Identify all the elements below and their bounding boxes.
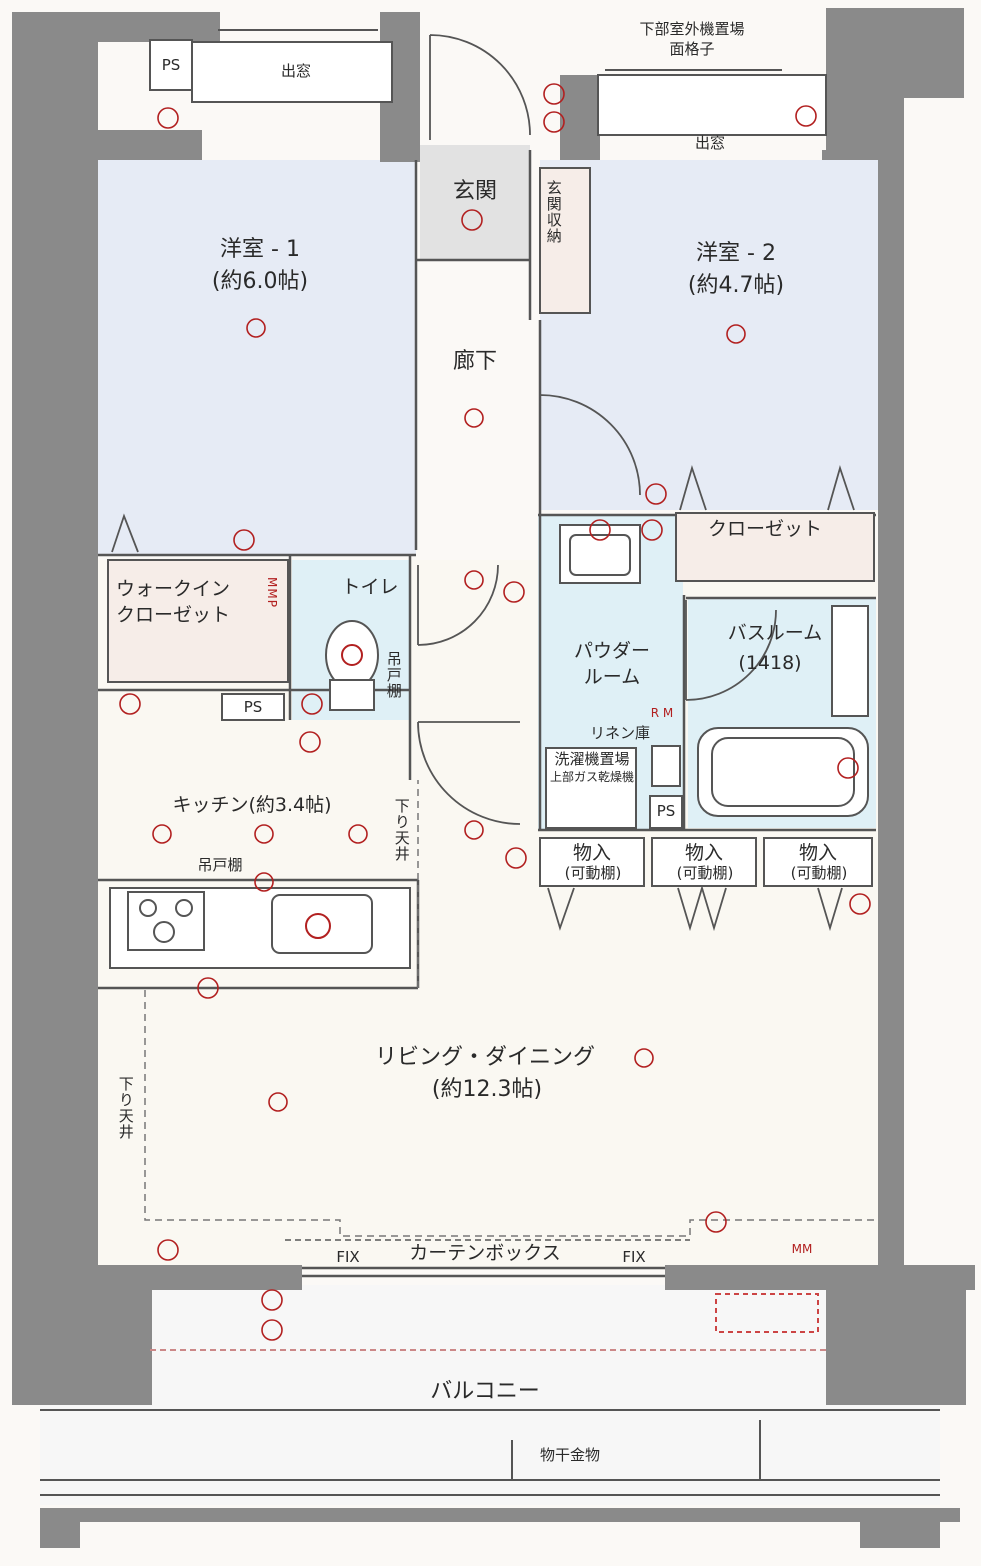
storage-title-1: 物入: [572, 842, 611, 864]
toilet-shelf-label: 吊戸棚: [384, 651, 403, 699]
rm-label: R M: [650, 706, 674, 720]
entrance-storage-label: 玄関収納: [544, 180, 563, 244]
storage-sub-2: (可動棚): [676, 864, 734, 882]
entrance-tile: [420, 145, 530, 260]
western2-size: (約4.7帖): [687, 273, 785, 298]
ps-box-kitchen: [221, 693, 285, 721]
balcony-rail: [40, 1293, 940, 1496]
storage-sub-3: (可動棚): [790, 864, 848, 882]
curtain-box-label: カーテンボックス: [409, 1242, 561, 1264]
storage-title-3: 物入: [798, 842, 837, 864]
outer-walls: [12, 8, 975, 1405]
lowered-ceiling-label-2: 下り天井: [116, 1076, 135, 1140]
ps-label-top: PS: [161, 56, 181, 74]
ps-label-kitchen: PS: [243, 698, 263, 716]
storage-box-3: [763, 837, 873, 887]
bath-name: バスルーム: [727, 622, 823, 644]
balcony-label: バルコニー: [430, 1379, 540, 1404]
fix-label-right: FIX: [622, 1248, 646, 1266]
kitchen-label: キッチン(約3.4帖): [172, 794, 332, 816]
walkin-label-1: ウォークイン: [115, 578, 230, 600]
mm-label: MM: [791, 1242, 813, 1256]
toilet-fixture: [325, 620, 379, 711]
western1-name: 洋室 - 1: [220, 237, 300, 262]
washer-label-1: 洗濯機置場: [554, 750, 630, 768]
bathtub: [697, 605, 869, 817]
ldk-window: [285, 1239, 690, 1278]
closet-box: [675, 512, 875, 582]
ps-label-powder: PS: [656, 802, 676, 820]
washer-label-2: 上部ガス乾燥機: [549, 770, 634, 784]
balcony-floor: [40, 1285, 940, 1505]
kitchen-shelf-label: 吊戸棚: [197, 856, 243, 874]
balcony-bottom-wall: [40, 1508, 960, 1548]
doors: [417, 34, 777, 825]
powder-label-1: パウダー: [573, 640, 650, 662]
linen-label: リネン庫: [589, 724, 650, 742]
living-name: リビング・ダイニング: [374, 1045, 595, 1070]
outdoor-unit-label-1: 下部室外機置場: [639, 20, 745, 38]
western2-name: 洋室 - 2: [696, 241, 776, 266]
bay-window-label-1: 出窓: [280, 62, 311, 80]
closet-doors-marks: [111, 464, 855, 932]
toilet-label: トイレ: [341, 576, 399, 598]
western2-floor: [540, 160, 878, 510]
bay-windows: [191, 29, 827, 136]
lowered-ceiling-label-1: 下り天井: [392, 798, 411, 862]
ps-box-top: [149, 39, 193, 91]
western1-size: (約6.0帖): [211, 269, 309, 294]
storage-box-2: [651, 837, 757, 887]
living-size: (約12.3帖): [431, 1077, 543, 1102]
walkin-closet-box: [107, 559, 289, 683]
washer-area: [545, 745, 681, 829]
outlet-symbols: [119, 83, 871, 1341]
storage-title-2: 物入: [684, 842, 723, 864]
ps-box-powder: [649, 795, 683, 829]
kitchen-counter: [109, 887, 411, 969]
powder-label-2: ルーム: [583, 666, 641, 688]
entrance-label: 玄関: [452, 179, 497, 204]
western1-floor: [98, 160, 416, 555]
hallway-label: 廊下: [452, 349, 497, 374]
entrance-storage-box: [539, 167, 591, 314]
fix-label-left: FIX: [336, 1248, 360, 1266]
walkin-label-2: クローゼット: [115, 604, 230, 626]
closet-label: クローゼット: [707, 518, 822, 540]
mmp-label: MMP: [265, 576, 279, 608]
bath-size: (1418): [738, 652, 802, 674]
ceiling-lights: [152, 318, 746, 1112]
washbasin: [559, 524, 641, 584]
laundry-hardware-label: 物干金物: [539, 1446, 600, 1464]
ceiling-dashed-lines: [144, 780, 876, 1237]
storage-box-1: [539, 837, 645, 887]
outdoor-unit-label-2: 面格子: [669, 40, 715, 58]
bay-window-label-2: 出窓: [694, 134, 725, 152]
storage-sub-1: (可動棚): [564, 864, 622, 882]
